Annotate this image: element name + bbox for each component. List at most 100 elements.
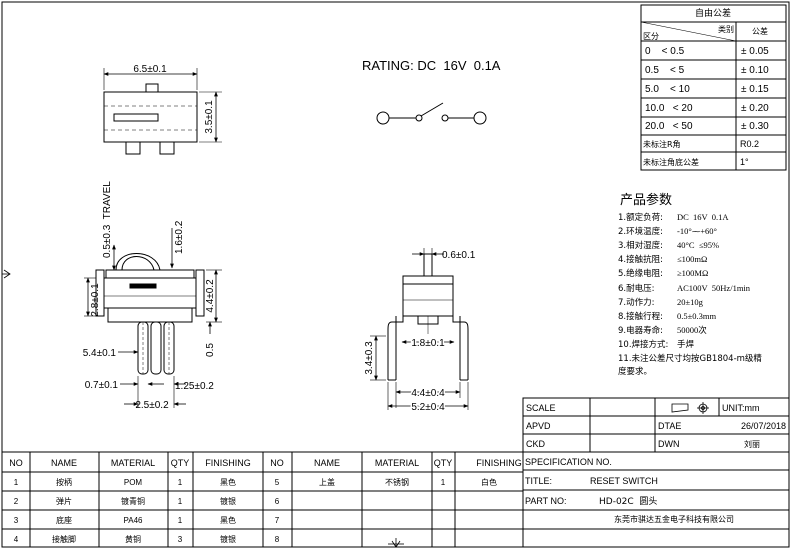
param-note: 11.未注公差尺寸均按GB1804-m级精 [618, 353, 762, 364]
bom-cell: 上盖 [319, 477, 335, 487]
scale-label: SCALE [526, 403, 556, 413]
tol-value: ± 0.05 [741, 46, 769, 57]
tol-header-type: 类别 [718, 24, 734, 34]
param-label: 6.耐电压: [618, 283, 654, 294]
bom-cell: 1 [178, 478, 183, 487]
bom-header: NAME [314, 458, 340, 468]
product-params: 产品参数 1.额定负荷: DC 16V 0.1A 2.环境温度: -10°⁓+6… [618, 192, 762, 377]
param-value: DC 16V 0.1A [677, 212, 729, 222]
param-label: 4.接触抗阻: [618, 254, 663, 265]
switch-symbol [376, 102, 487, 125]
top-view [103, 68, 222, 155]
bom-table [1, 451, 524, 548]
front-view [370, 248, 469, 410]
part-label: PART NO: [525, 496, 567, 506]
bom-cell: 3 [14, 516, 19, 525]
dim-front-pin: 1.8±0.1 [411, 338, 445, 349]
dtae-label: DTAE [658, 421, 681, 431]
tol-value: ± 0.30 [741, 121, 769, 132]
tol-note-angle-value: 1° [740, 157, 749, 167]
param-label: 1.额定负荷: [618, 212, 663, 223]
bom-cell: 1 [178, 497, 183, 506]
param-label: 7.动作力: [618, 297, 654, 308]
tol-range: 20.0 < 50 [645, 121, 693, 132]
dim-travel: 0.5±0.3 TRAVEL [102, 181, 113, 258]
tol-header-zone: 区分 [643, 32, 659, 41]
param-value: 0.5±0.3mm [677, 311, 717, 321]
tol-value: ± 0.10 [741, 65, 769, 76]
tol-header-tol: 公差 [752, 26, 768, 36]
tol-note-r-value: R0.2 [740, 139, 759, 149]
bom-cell: 5 [275, 478, 280, 487]
param-label: 5.绝缘电阻: [618, 268, 663, 279]
bom-cell: 4 [14, 535, 19, 544]
dim-top-height: 3.5±0.1 [204, 100, 215, 134]
bom-cell: 镀青铜 [121, 496, 145, 506]
tol-range: 5.0 < 10 [645, 84, 690, 95]
bom-cell: 不锈钢 [385, 477, 409, 487]
dim-front-top: 0.6±0.1 [442, 250, 476, 261]
dim-side-left: 5.4±0.1 [83, 348, 117, 359]
bom-cell: 1 [14, 478, 19, 487]
centering-marks [2, 269, 404, 548]
bom-header: MATERIAL [375, 458, 419, 468]
bom-cell: 1 [178, 516, 183, 525]
date-value: 26/07/2018 [741, 421, 786, 431]
title-block [522, 397, 790, 530]
rating-label: RATING: DC 16V 0.1A [362, 58, 501, 73]
dim-top-width: 6.5±0.1 [133, 64, 167, 75]
bom-header: QTY [171, 458, 190, 468]
bom-cell: 7 [275, 516, 280, 525]
title-label: TITLE: [525, 476, 552, 486]
bom-cell: 黑色 [220, 477, 236, 487]
bom-cell: 底座 [56, 515, 72, 525]
title-value: RESET SWITCH [590, 476, 658, 486]
param-label: 10.焊接方式: [618, 339, 668, 350]
bom-cell: PA46 [124, 516, 144, 525]
bom-header: MATERIAL [111, 458, 155, 468]
bom-cell: 6 [275, 497, 280, 506]
tol-value: ± 0.20 [741, 103, 769, 114]
param-value: AC100V 50Hz/1min [677, 283, 751, 293]
param-value: 20±10g [677, 297, 704, 307]
bom-cell: 白色 [481, 477, 497, 487]
unit-label: UNIT:mm [722, 403, 760, 413]
bom-cell: 镀银 [220, 534, 236, 544]
bom-cell: POM [124, 478, 143, 487]
bom-header: NAME [51, 458, 77, 468]
bom-cell: 1 [441, 478, 446, 487]
bom-cell: 8 [275, 535, 280, 544]
bom-cell: 3 [178, 535, 183, 544]
tol-value: ± 0.15 [741, 84, 769, 95]
tol-title: 自由公差 [695, 7, 731, 19]
param-value: 40°C ≤95% [677, 240, 719, 250]
side-view [84, 228, 222, 408]
dim-side-top: 1.6±0.2 [174, 220, 185, 254]
dim-side-small: 2.8±0.1 [90, 283, 101, 317]
tol-range: 0 < 0.5 [645, 46, 685, 57]
dim-front-total: 5.2±0.4 [411, 402, 445, 413]
bom-header: NO [270, 458, 284, 468]
dwn-label: DWN [658, 439, 680, 449]
part-value: HD-02C 圆头 [599, 496, 657, 507]
bom-cell: 按柄 [56, 477, 72, 487]
tol-range: 10.0 < 20 [645, 103, 693, 114]
bom-header: QTY [434, 458, 453, 468]
bom-cell: 黑色 [220, 515, 236, 525]
param-value: 50000次 [677, 325, 707, 335]
tol-note-angle-label: 未标注角底公差 [643, 157, 699, 167]
drawer-name: 刘丽 [744, 439, 760, 449]
param-value: -10°⁓+60° [677, 226, 717, 236]
param-label: 9.电器寿命: [618, 325, 663, 336]
bom-header: FINISHING [205, 458, 251, 468]
ckd-label: CKD [526, 439, 546, 449]
tol-range: 0.5 < 5 [645, 65, 685, 76]
bom-cell: 黄铜 [125, 534, 141, 544]
param-label: 8.接触行程: [618, 311, 663, 322]
bom-cell: 镀银 [220, 496, 236, 506]
tol-note-r-label: 未标注R角 [643, 139, 681, 149]
dim-side-half: 0.5 [205, 343, 216, 357]
bom-cell: 接触脚 [52, 534, 76, 544]
dim-side-height: 4.4±0.2 [205, 279, 216, 313]
